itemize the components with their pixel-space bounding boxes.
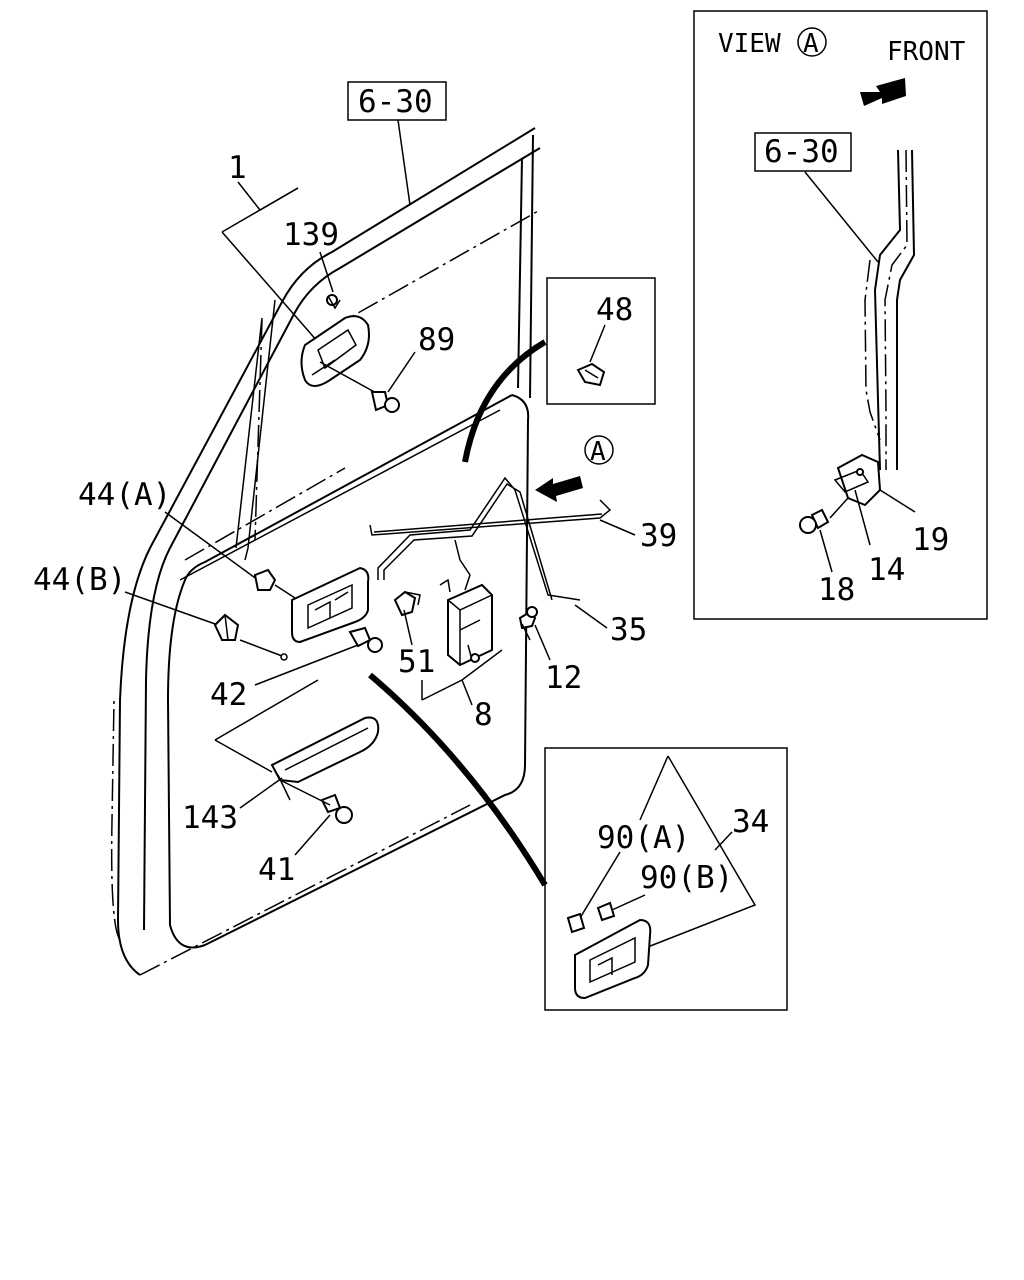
view-a-inset-box bbox=[693, 10, 988, 620]
front-arrow-icon bbox=[860, 78, 906, 106]
inset-box-48 bbox=[546, 277, 656, 405]
label-part-42: 42 bbox=[210, 677, 247, 713]
rod-35 bbox=[377, 476, 581, 601]
view-a-title-letter: A bbox=[803, 29, 819, 59]
outside-handle bbox=[300, 294, 370, 387]
label-part-44a: 44(A) bbox=[78, 477, 171, 513]
label-part-90a: 90(A) bbox=[597, 820, 690, 856]
front-label: FRONT bbox=[887, 37, 966, 67]
label-part-89: 89 bbox=[418, 322, 455, 358]
pull-handle bbox=[270, 716, 380, 801]
screw-89 bbox=[370, 391, 400, 413]
label-part-18: 18 bbox=[818, 572, 855, 608]
label-part-14: 14 bbox=[868, 552, 905, 588]
view-a-inset: VIEW A FRONT 6-30 19 14 18 bbox=[693, 10, 988, 620]
screw-41 bbox=[320, 793, 353, 824]
hole-marker bbox=[280, 653, 288, 661]
label-part-34: 34 bbox=[732, 804, 769, 840]
escutcheon-34 bbox=[574, 918, 652, 1000]
label-part-139: 139 bbox=[283, 217, 339, 253]
view-a-label-main: A bbox=[590, 437, 606, 467]
clip-48 bbox=[576, 362, 606, 387]
screw-12 bbox=[518, 606, 538, 641]
label-part-19: 19 bbox=[912, 522, 949, 558]
label-part-44b: 44(B) bbox=[33, 562, 126, 598]
label-part-143: 143 bbox=[182, 800, 238, 836]
view-a-title: VIEW bbox=[718, 29, 781, 59]
screw-42 bbox=[348, 626, 383, 653]
door-latch-8 bbox=[439, 539, 493, 667]
ref-box-6-30 bbox=[347, 81, 447, 121]
label-part-8: 8 bbox=[474, 697, 493, 733]
label-part-35: 35 bbox=[610, 612, 647, 648]
view-direction-arrow bbox=[535, 476, 583, 502]
inset-ref-label-6-30: 6-30 bbox=[764, 134, 839, 170]
grommet-44b bbox=[213, 613, 240, 641]
inset-box-34 bbox=[544, 747, 788, 1011]
view-a-circle-main bbox=[584, 435, 614, 465]
screw-18 bbox=[799, 508, 830, 534]
inset-ref-box-6-30 bbox=[754, 132, 852, 172]
view-a-title-circle bbox=[797, 27, 827, 57]
rod-39 bbox=[369, 499, 612, 536]
label-part-1: 1 bbox=[228, 150, 247, 186]
clip-90a bbox=[566, 912, 586, 934]
clip-51 bbox=[393, 590, 421, 617]
clip-44a bbox=[253, 568, 277, 591]
label-part-12: 12 bbox=[545, 660, 582, 696]
weatherstrip-curve-lower bbox=[368, 672, 548, 887]
label-part-90b: 90(B) bbox=[640, 860, 733, 896]
label-part-51: 51 bbox=[398, 644, 435, 680]
door-panel bbox=[110, 127, 541, 976]
ref-label-6-30: 6-30 bbox=[358, 84, 433, 120]
label-part-48: 48 bbox=[596, 292, 633, 328]
inside-handle-escutcheon bbox=[291, 566, 370, 644]
label-part-41: 41 bbox=[258, 852, 295, 888]
clip-90b bbox=[596, 901, 616, 922]
label-part-39: 39 bbox=[640, 518, 677, 554]
weatherstrip-curve-upper bbox=[462, 339, 547, 463]
